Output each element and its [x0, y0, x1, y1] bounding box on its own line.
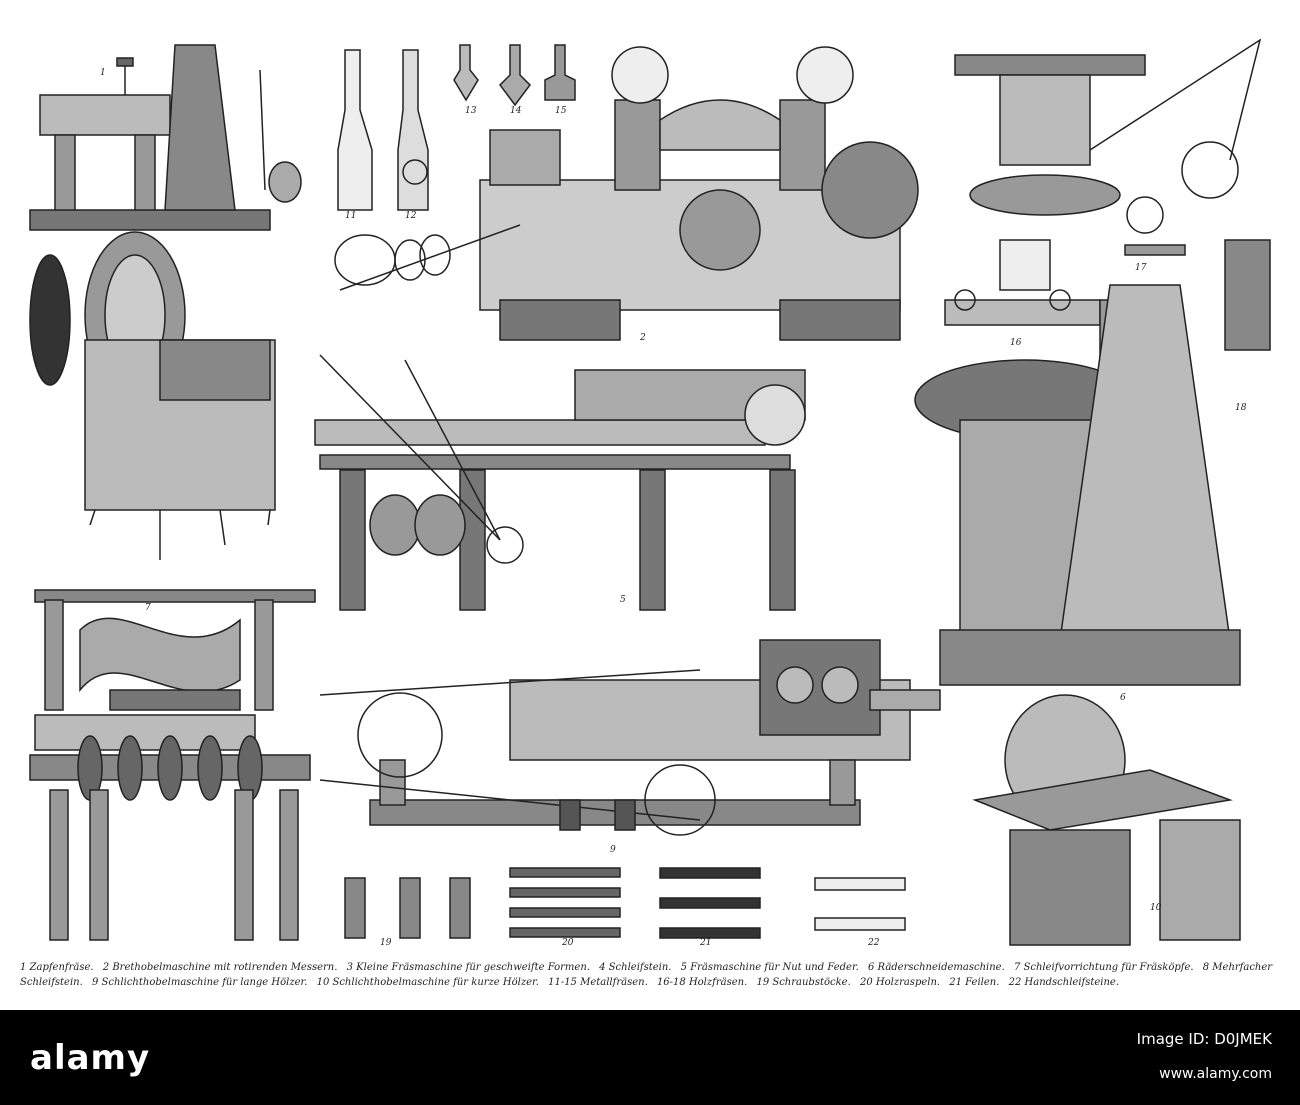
machine-fig-6: [914, 196, 1241, 686]
fig-number: 12: [405, 211, 417, 221]
fig-number: 13: [465, 106, 477, 116]
machine-fig-10: [972, 694, 1241, 946]
machine-fig-5: [314, 354, 806, 611]
machine-fig-7: [34, 589, 316, 711]
fig-number: 6: [1120, 693, 1126, 703]
caption-item: 6 Räderschneidemaschine.: [868, 962, 1005, 973]
machine-fig-2: [334, 46, 919, 341]
fig-number: 22: [867, 938, 880, 948]
fig-number: 5: [620, 595, 626, 605]
engraving-plate: 1 2 5 6 7 9 10 11 12 13 14 15 16 17 18 1…: [20, 38, 1280, 990]
fig-number: 10: [1150, 903, 1162, 913]
caption-item: 8 Mehrfacher Schleifstein.: [20, 962, 1273, 988]
plate-caption: 1 Zapfenfräse. 2 Brethobelmaschine mit r…: [20, 960, 1280, 990]
caption-item: 5 Fräsmaschine für Nut und Feder.: [680, 962, 859, 973]
fig-number: 14: [510, 106, 522, 116]
fig-number: 11: [345, 211, 356, 221]
fig-number: 19: [380, 938, 392, 948]
machine-top-right: [954, 38, 1262, 216]
stock-logo: alamy: [30, 1038, 151, 1078]
caption-item: 22 Handschleifsteine.: [1008, 977, 1120, 988]
caption-item: 7 Schleifvorrichtung für Fräsköpfe.: [1013, 962, 1194, 973]
fig-number: 16: [1010, 338, 1022, 348]
caption-item: 1 Zapfenfräse.: [20, 962, 94, 973]
machine-fig-4: [29, 231, 276, 560]
machine-fig-1: [29, 44, 302, 231]
machine-fig-8: [29, 714, 311, 941]
tools-fig-16-18: [944, 239, 1271, 351]
fig-number: 9: [610, 845, 616, 855]
image-id-text: Image ID: D0JMEK: [1136, 1030, 1272, 1048]
caption-item: 10 Schlichthobelmaschine für kurze Hölze…: [316, 977, 539, 988]
fig-number: 1: [100, 68, 106, 78]
caption-item: 20 Holzraspeln.: [859, 977, 941, 988]
caption-item: 4 Schleifstein.: [599, 962, 672, 973]
tools-fig-19-22: [344, 867, 906, 939]
caption-item: 2 Brethobelmaschine mit rotirenden Messe…: [102, 962, 338, 973]
fig-number: 7: [145, 603, 151, 613]
caption-item: 11-15 Metallfräsen.: [548, 977, 648, 988]
caption-item: 19 Schraubstöcke.: [756, 977, 851, 988]
fig-number: 15: [555, 106, 567, 116]
fig-number: 2: [639, 333, 646, 343]
caption-item: 21 Feilen.: [949, 977, 1000, 988]
tools-fig-11-15: [337, 44, 576, 211]
caption-item: 9 Schlichthobelmaschine für lange Hölzer…: [91, 977, 308, 988]
machine-fig-9: [319, 639, 941, 836]
fig-number: 21: [699, 938, 711, 948]
caption-item: 16-18 Holzfräsen.: [656, 977, 748, 988]
fig-number: 17: [1135, 263, 1147, 273]
stock-watermark-bar: alamy Image ID: D0JMEK www.alamy.com: [0, 1010, 1300, 1105]
fig-number: 20: [561, 938, 574, 948]
stock-url[interactable]: www.alamy.com: [1159, 1066, 1272, 1082]
caption-item: 3 Kleine Fräsmaschine für geschweifte Fo…: [346, 962, 590, 973]
fig-number: 18: [1235, 403, 1247, 413]
engraving-illustration: 1 2 5 6 7 9 10 11 12 13 14 15 16 17 18 1…: [29, 38, 1271, 948]
